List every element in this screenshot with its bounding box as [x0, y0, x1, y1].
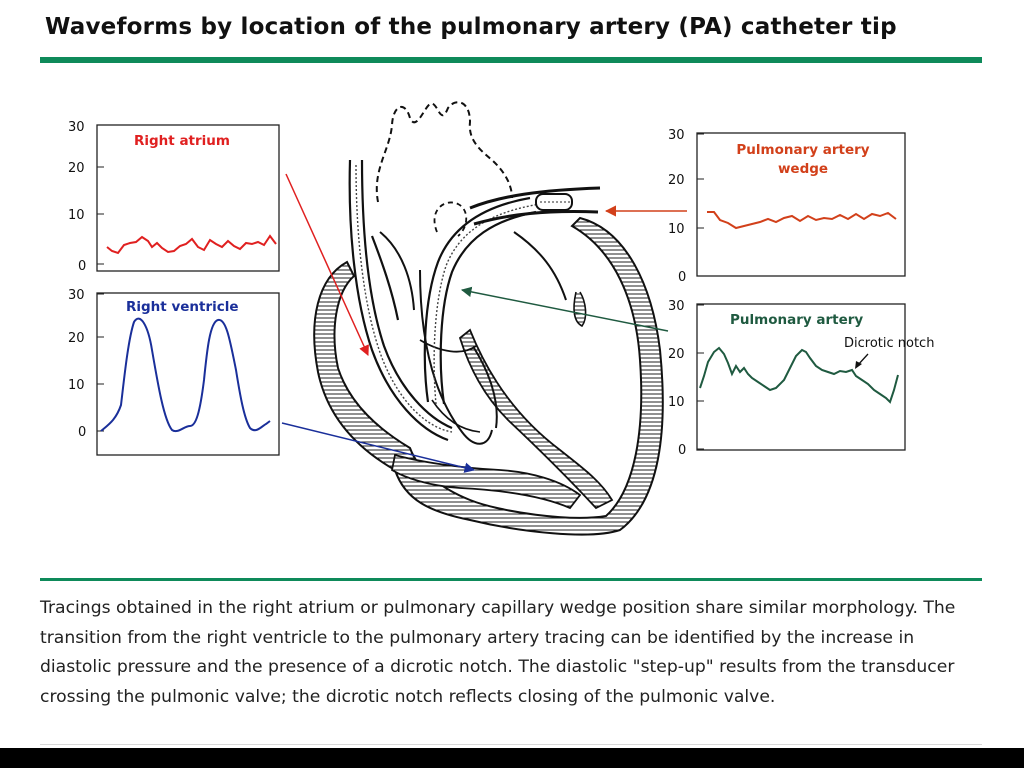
- tick-label: 10: [68, 208, 85, 223]
- arrow-pulmonary-artery: [460, 286, 669, 332]
- panel-frame: [96, 292, 280, 456]
- tick-label: 0: [78, 425, 86, 440]
- top-rule: [40, 57, 982, 63]
- tick-label: 20: [68, 331, 85, 346]
- tick-label: 30: [668, 299, 685, 314]
- tick-label: 0: [678, 443, 686, 458]
- tick-label: 20: [68, 161, 85, 176]
- dicrotic-notch-label: Dicrotic notch: [844, 336, 934, 351]
- arrow-right-ventricle: [281, 422, 476, 473]
- panel-frame: [696, 303, 906, 451]
- tick-label: 10: [668, 395, 685, 410]
- heart-illustration: [313, 101, 664, 536]
- tick-label: 0: [678, 270, 686, 285]
- tick-label: 0: [78, 259, 86, 274]
- tick-label: 10: [668, 222, 685, 237]
- middle-rule: [40, 578, 982, 581]
- tick-label: 30: [68, 288, 85, 303]
- panel-frame: [696, 132, 906, 277]
- panel-pulmonary-artery: 30 20 10 0 Pulmonary artery Dicrotic not…: [668, 299, 934, 458]
- pulmonary-artery-waveform: [699, 346, 899, 404]
- tick-label: 20: [668, 173, 685, 188]
- pa-catheter-figure: 30 20 10 0 Right atrium 30 20 10 0 Right…: [68, 101, 934, 536]
- dicrotic-notch-arrowhead: [855, 361, 862, 369]
- panel-title: Right atrium: [134, 133, 230, 149]
- figure-caption: Tracings obtained in the right atrium or…: [40, 598, 956, 707]
- bottom-rule: [40, 744, 982, 745]
- panel-title: wedge: [778, 161, 828, 177]
- panel-frame: [96, 124, 280, 272]
- right-ventricle-waveform: [100, 317, 271, 433]
- tick-label: 30: [668, 128, 685, 143]
- panel-right-ventricle: 30 20 10 0 Right ventricle: [68, 288, 280, 456]
- tick-label: 30: [68, 120, 85, 135]
- wedge-waveform: [707, 211, 897, 230]
- panel-title: Pulmonary artery: [730, 312, 863, 328]
- panel-title: Right ventricle: [126, 299, 239, 315]
- right-atrium-waveform: [106, 234, 277, 255]
- bottom-bar: [0, 748, 1024, 768]
- figure-title: Waveforms by location of the pulmonary a…: [45, 14, 897, 40]
- tick-label: 10: [68, 378, 85, 393]
- panel-title: Pulmonary artery: [736, 142, 869, 158]
- tick-label: 20: [668, 347, 685, 362]
- panel-right-atrium: 30 20 10 0 Right atrium: [68, 120, 280, 274]
- arrow-right-atrium: [285, 173, 369, 356]
- panel-pulmonary-artery-wedge: 30 20 10 0 Pulmonary artery wedge: [668, 128, 906, 285]
